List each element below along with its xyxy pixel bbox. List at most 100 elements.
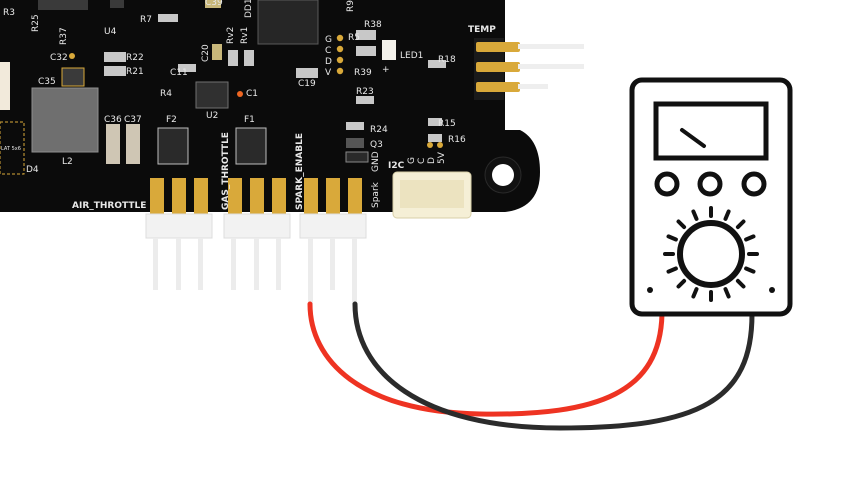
label-f1: F1 (244, 115, 255, 125)
meter-dot (769, 287, 775, 293)
label-r25: R25 (31, 14, 41, 32)
led1 (382, 40, 396, 60)
label-i2c-d: D (427, 157, 437, 164)
jack-right-icon (744, 174, 764, 194)
q3-body (346, 152, 368, 162)
pin-air-1 (150, 178, 164, 218)
label-led-g: G (325, 35, 332, 45)
pcb-board (0, 0, 584, 218)
pin-spark-3 (348, 178, 362, 218)
label-c11: C11 (170, 68, 188, 78)
resistor-r16 (428, 134, 442, 142)
temp-pin-1 (476, 42, 520, 52)
header-leads (146, 214, 366, 304)
label-r38: R38 (364, 20, 382, 30)
gold-pad (69, 53, 75, 59)
label-plus: + (382, 65, 390, 75)
header-pins (150, 178, 362, 218)
label-lat: LAT 5x6 (1, 146, 21, 152)
gas-throttle-header (228, 178, 286, 218)
resistor-r7-pad (158, 14, 178, 22)
pin-air-3 (194, 178, 208, 218)
pin-spark-2 (326, 178, 340, 218)
label-c1: C1 (246, 89, 258, 99)
label-c35: C35 (38, 77, 56, 87)
temp-lead-1 (518, 44, 584, 49)
air-throttle-header (150, 178, 208, 218)
chip-u4-top (38, 0, 88, 10)
gas-lead-1 (231, 238, 236, 290)
label-i2c: I2C (388, 161, 405, 171)
air-lead-2 (176, 238, 181, 290)
chip-small (110, 0, 124, 8)
cap-c36 (106, 124, 120, 164)
label-rv2: Rv2 (226, 27, 236, 44)
cap-c37 (126, 124, 140, 164)
pin-air-2 (172, 178, 186, 218)
i2c-pad-g (427, 142, 433, 148)
label-r18: R18 (438, 55, 456, 65)
transistor-q3 (346, 138, 364, 148)
temp-pin-3 (476, 82, 520, 92)
temp-pin-2 (476, 62, 520, 72)
edge-component (0, 62, 10, 110)
dial-knob (680, 223, 742, 285)
resistor-r23 (356, 96, 374, 104)
gas-lead-2 (254, 238, 259, 290)
pad-c (337, 46, 343, 52)
label-r23: R23 (356, 87, 374, 97)
label-r22: R22 (126, 53, 144, 63)
pad-g (337, 35, 343, 41)
fuse-f1 (236, 128, 266, 164)
label-f2: F2 (166, 115, 177, 125)
label-temp: TEMP (468, 25, 496, 35)
label-l2: L2 (62, 157, 73, 167)
c1-dot (237, 91, 243, 97)
label-led1: LED1 (400, 51, 423, 61)
spark-header (304, 178, 362, 218)
label-c32: C32 (50, 53, 68, 63)
gauge-display (656, 104, 766, 158)
label-r15: R15 (438, 119, 456, 129)
label-r21: R21 (126, 67, 144, 77)
spark-lead-3 (352, 238, 357, 304)
fuse-f2 (158, 128, 188, 164)
i2c-pad-c (437, 142, 443, 148)
label-dd1: DD1 (244, 0, 254, 18)
red-probe-wire (310, 304, 662, 414)
label-i2c-c: C (417, 158, 427, 164)
chip-c35-small (62, 68, 84, 86)
label-i2c-5v: 5V (437, 151, 447, 164)
label-air-throttle: AIR_THROTTLE (72, 201, 146, 211)
rv1 (244, 50, 254, 66)
gas-lead-block (224, 214, 290, 238)
temp-lead-3 (518, 84, 548, 89)
pad-v (337, 68, 343, 74)
label-spark-pin: Spark (371, 181, 381, 208)
label-led-v: V (325, 68, 332, 78)
label-r39: R39 (354, 68, 372, 78)
pad-d (337, 57, 343, 63)
label-i2c-g: G (407, 157, 417, 164)
ic-u2 (196, 82, 228, 108)
label-r16: R16 (448, 135, 466, 145)
label-r3: R3 (3, 8, 15, 18)
i2c-socket (400, 180, 464, 208)
resistor-r24 (346, 122, 364, 130)
rv2 (228, 50, 238, 66)
label-r37: R37 (59, 27, 69, 45)
spark-lead-1 (308, 238, 313, 304)
label-u2: U2 (206, 111, 218, 121)
temp-lead-2 (518, 64, 584, 69)
label-c39: C39 (205, 0, 223, 8)
label-c36: C36 (104, 115, 122, 125)
air-lead-1 (153, 238, 158, 290)
multimeter-icon (632, 80, 790, 314)
pin-gas-3 (272, 178, 286, 218)
label-r7: R7 (140, 15, 152, 25)
label-u4: U4 (104, 27, 117, 37)
analog-gauge-icon (656, 104, 766, 158)
ic-dd1 (258, 0, 318, 44)
label-spark-enable: SPARK_ENABLE (295, 133, 305, 210)
